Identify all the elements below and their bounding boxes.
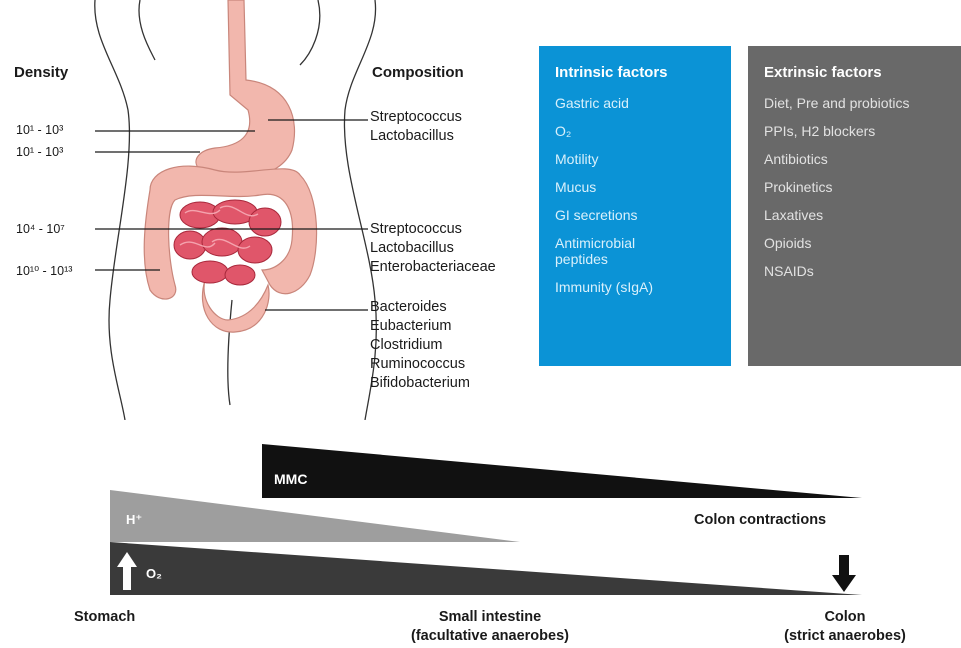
extrinsic-factor-item: Antibiotics	[764, 151, 949, 167]
composition-group-colon: Bacteroides Eubacterium Clostridium Rumi…	[370, 298, 470, 393]
composition-header: Composition	[372, 64, 464, 81]
intrinsic-factor-item: Antimicrobial peptides	[555, 235, 675, 267]
extrinsic-factor-item: NSAIDs	[764, 263, 949, 279]
organism-name: Enterobacteriaceae	[370, 258, 496, 277]
extrinsic-factors-title: Extrinsic factors	[764, 64, 949, 81]
intrinsic-factor-item: Gastric acid	[555, 95, 719, 111]
mmc-wedge	[262, 444, 862, 498]
organism-name: Bifidobacterium	[370, 374, 470, 393]
extrinsic-factor-item: Diet, Pre and probiotics	[764, 95, 949, 111]
colon-down-arrow-icon	[832, 555, 856, 592]
extrinsic-factors-box: Extrinsic factors Diet, Pre and probioti…	[748, 46, 961, 366]
density-label-colon: 10¹⁰ - 10¹³	[16, 263, 72, 278]
small-intestine-label: Small intestine (facultative anaerobes)	[380, 608, 600, 646]
organism-name: Streptococcus	[370, 108, 462, 127]
intrinsic-factor-item: O₂	[555, 123, 719, 139]
organism-name: Eubacterium	[370, 317, 470, 336]
composition-group-stomach: Streptococcus Lactobacillus	[370, 108, 462, 146]
organism-name: Ruminococcus	[370, 355, 470, 374]
colon-subtitle: (strict anaerobes)	[760, 627, 930, 646]
extrinsic-factor-item: PPIs, H2 blockers	[764, 123, 949, 139]
small-intestine-title: Small intestine	[380, 608, 600, 627]
intrinsic-factor-item: Immunity (sIgA)	[555, 279, 719, 295]
stomach-label: Stomach	[74, 608, 135, 627]
density-header: Density	[14, 64, 68, 81]
organism-name: Clostridium	[370, 336, 470, 355]
o2-wedge	[110, 542, 862, 595]
organism-name: Lactobacillus	[370, 127, 462, 146]
intrinsic-factors-title: Intrinsic factors	[555, 64, 719, 81]
density-label-small-intestine: 10⁴ - 10⁷	[16, 222, 65, 236]
extrinsic-factor-item: Opioids	[764, 235, 949, 251]
organism-name: Lactobacillus	[370, 239, 496, 258]
small-intestine-subtitle: (facultative anaerobes)	[380, 627, 600, 646]
intrinsic-factor-item: Motility	[555, 151, 719, 167]
colon-title: Colon	[760, 608, 930, 627]
composition-group-small-intestine: Streptococcus Lactobacillus Enterobacter…	[370, 220, 496, 277]
organism-name: Bacteroides	[370, 298, 470, 317]
density-label-stomach: 10¹ - 10³	[16, 123, 63, 137]
density-label-duodenum: 10¹ - 10³	[16, 145, 63, 159]
h-plus-label: H⁺	[126, 512, 142, 527]
extrinsic-factor-item: Laxatives	[764, 207, 949, 223]
mmc-label: MMC	[274, 471, 307, 487]
o2-label: O₂	[146, 566, 162, 581]
colon-contractions-label: Colon contractions	[694, 511, 826, 530]
organism-name: Streptococcus	[370, 220, 496, 239]
extrinsic-factor-item: Prokinetics	[764, 179, 949, 195]
intrinsic-factors-box: Intrinsic factors Gastric acid O₂ Motili…	[539, 46, 731, 366]
intrinsic-factor-item: Mucus	[555, 179, 719, 195]
intrinsic-factor-item: GI secretions	[555, 207, 719, 223]
colon-label: Colon (strict anaerobes)	[760, 608, 930, 646]
